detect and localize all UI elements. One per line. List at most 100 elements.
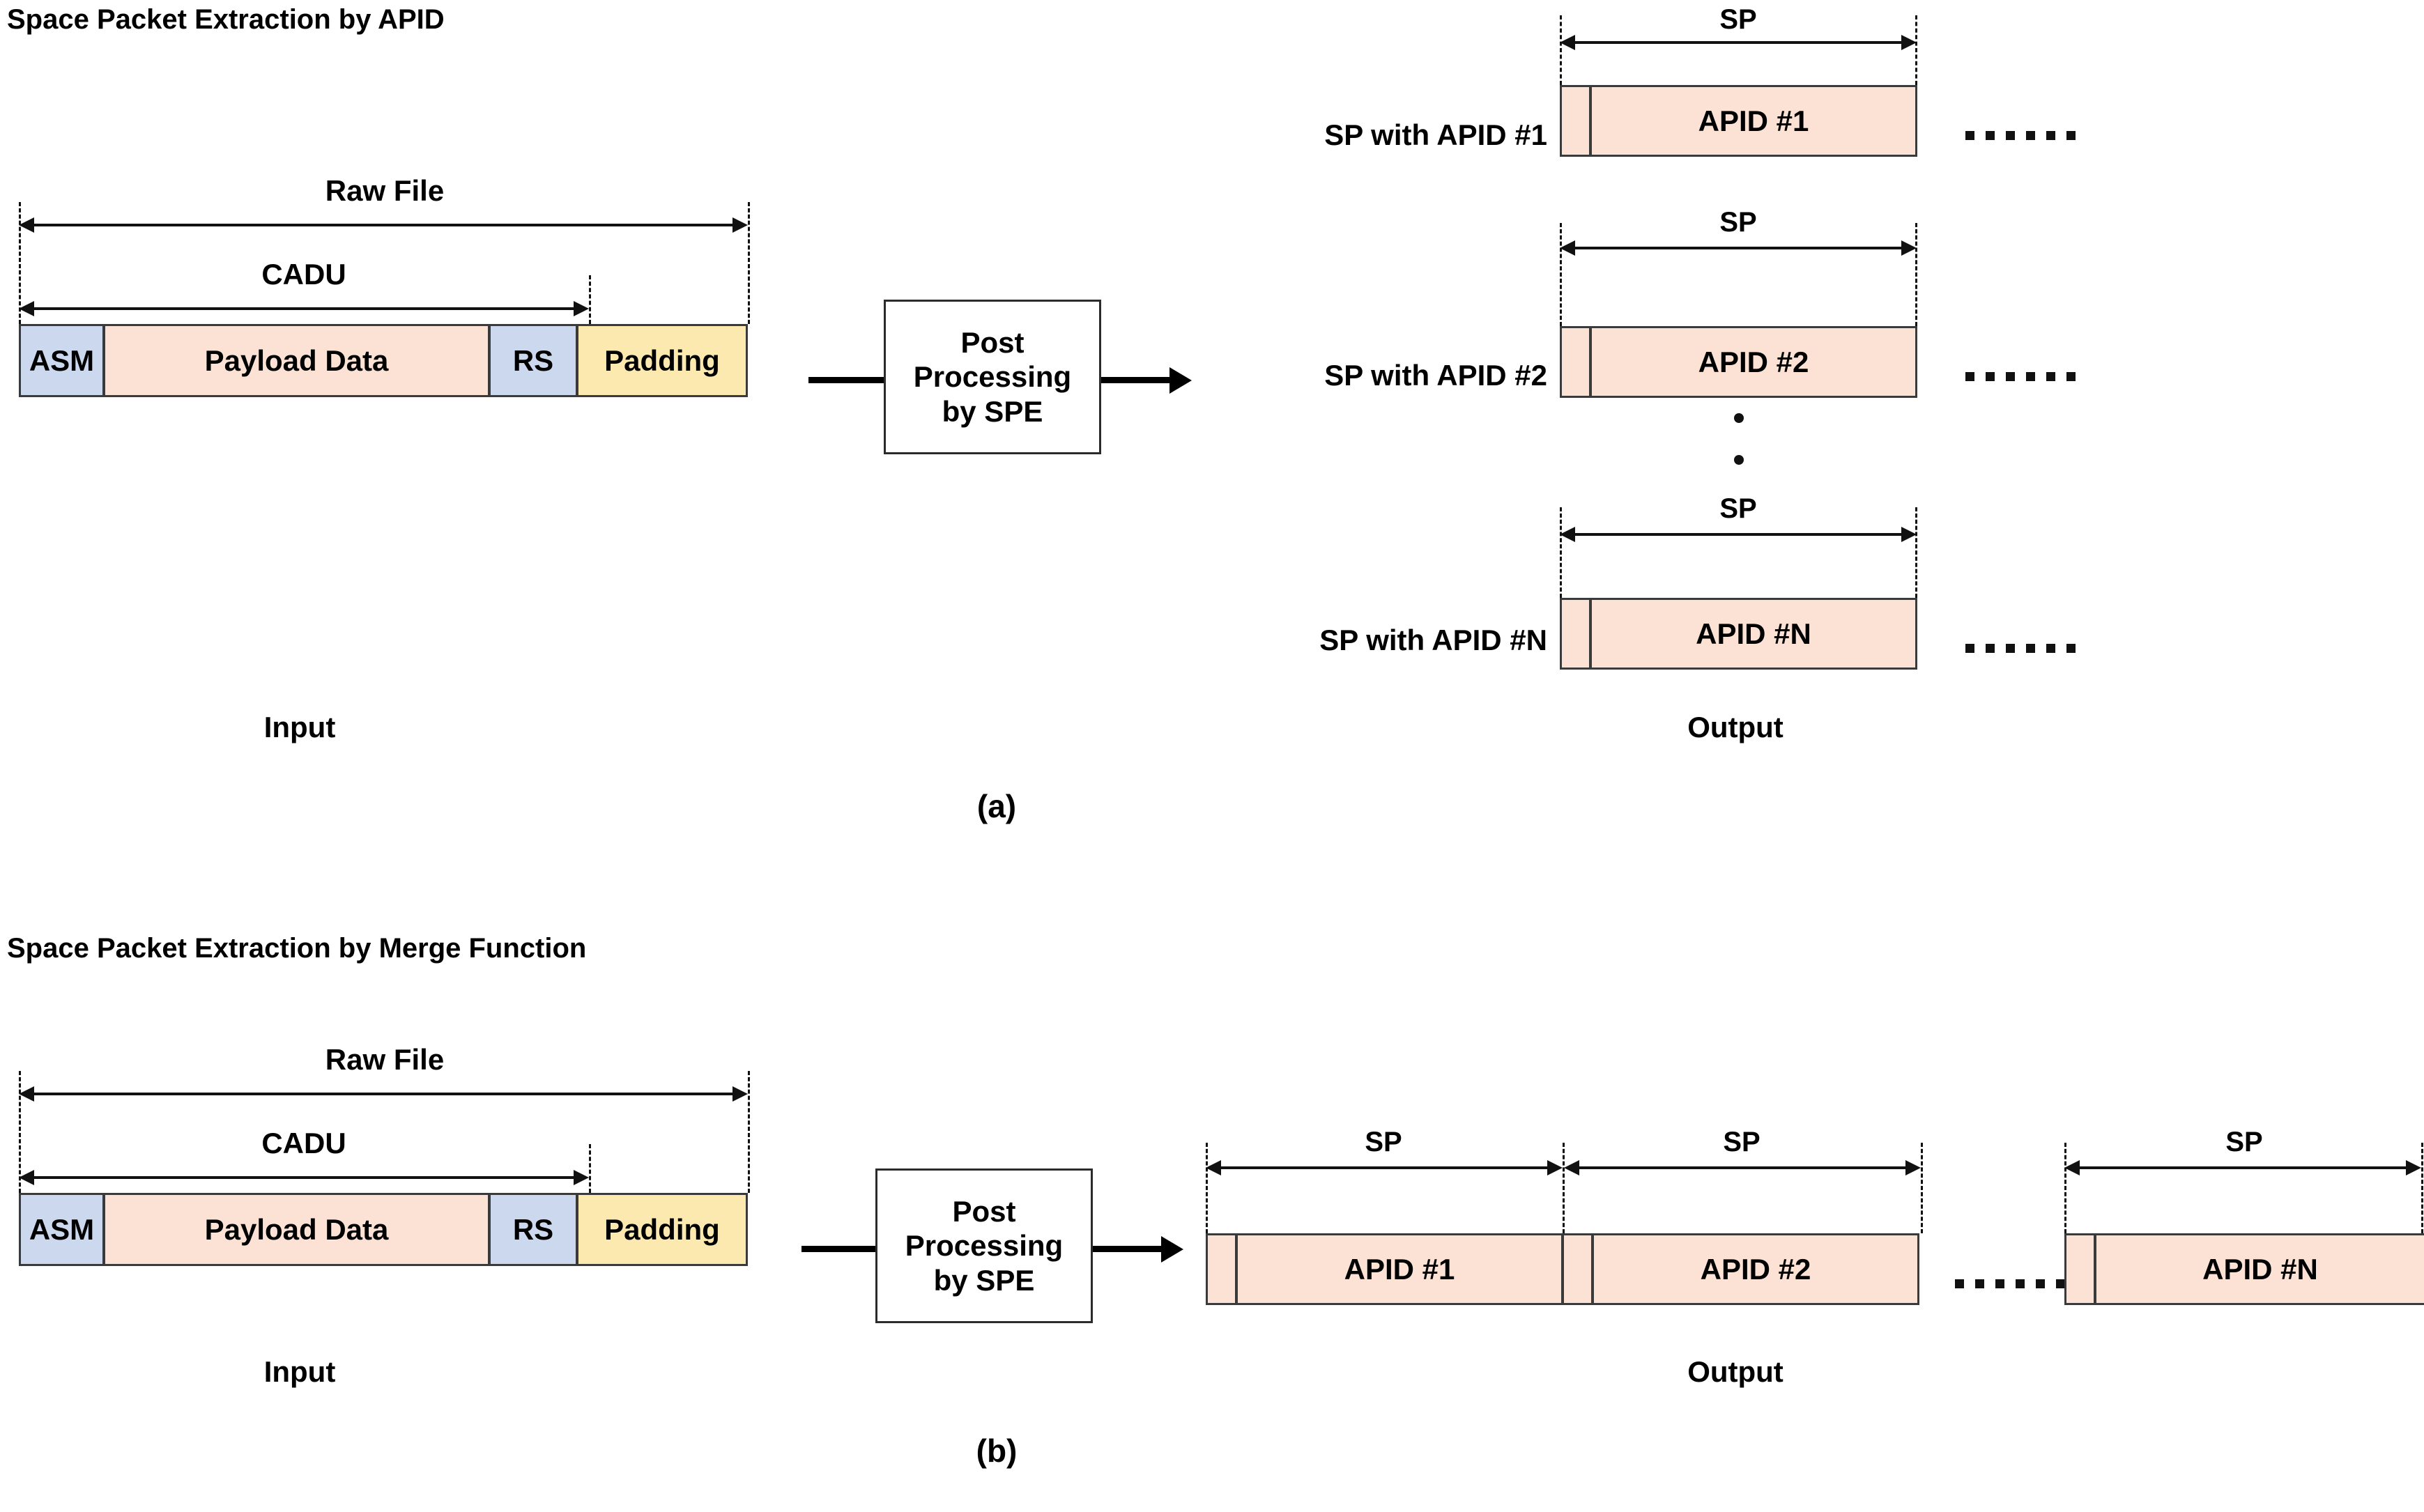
- arrow-right-icon: [2406, 1160, 2421, 1175]
- panel-a-packet-body-2: APID #2: [1590, 326, 1917, 398]
- panel-a-vertical-ellipsis: [1734, 413, 1744, 465]
- panel-a-output-row-label-1: SP with APID #1: [1324, 118, 1547, 151]
- panel-a-output-label: Output: [1687, 711, 1784, 743]
- packet-label: APID #1: [1344, 1252, 1455, 1286]
- panel-a-sp2-guide-end: [1915, 223, 1917, 326]
- panel-b-guide-frame-end: [748, 1071, 750, 1193]
- panel-a-flow-out-line: [1101, 377, 1171, 383]
- arrow-left-icon: [2064, 1160, 2080, 1175]
- packet-label: APID #N: [2202, 1252, 2318, 1286]
- measure-line: [1574, 41, 1903, 44]
- measure-line: [1220, 1166, 1549, 1169]
- panel-b-packet-body-2: APID #2: [1592, 1233, 1919, 1305]
- dot-group: [1965, 131, 2015, 140]
- panel-a-sp-label-3: SP: [1719, 493, 1757, 524]
- arrow-left-icon: [1206, 1160, 1221, 1175]
- measure-line: [1578, 1166, 1907, 1169]
- panel-a-ellipsis-3: [1965, 644, 2076, 653]
- panel-b-packet-header-1: [1206, 1233, 1237, 1305]
- arrow-right-icon: [1901, 240, 1917, 256]
- dot-group: [1955, 1279, 2004, 1288]
- panel-b-output-label: Output: [1687, 1355, 1784, 1388]
- arrow-left-icon: [19, 301, 34, 316]
- arrow-right-icon: [732, 1086, 748, 1102]
- panel-a-raw-file-label: Raw File: [325, 174, 445, 207]
- arrow-left-icon: [1560, 240, 1575, 256]
- panel-b-sp3-measure: [2064, 1160, 2421, 1175]
- panel-b-title: Space Packet Extraction by Merge Functio…: [7, 933, 587, 964]
- panel-a-input-label: Input: [263, 711, 336, 743]
- panel-a-sp3-measure: [1560, 527, 1917, 542]
- panel-b-cadu-label: CADU: [261, 1127, 346, 1159]
- dot-group: [2016, 1279, 2065, 1288]
- panel-a-sp3-guide-start: [1560, 507, 1562, 598]
- process-line-1: Post: [952, 1194, 1016, 1228]
- panel-b-sp-label-2: SP: [1723, 1127, 1761, 1157]
- panel-a-packet-body-3: APID #N: [1590, 598, 1917, 670]
- panel-a-figure-label: (a): [976, 788, 1017, 824]
- process-line-2: Processing: [905, 1229, 1064, 1263]
- panel-b-sp1-measure: [1206, 1160, 1563, 1175]
- arrow-left-icon: [1564, 1160, 1579, 1175]
- panel-b-flow-in-line: [801, 1246, 878, 1252]
- process-line-2: Processing: [913, 360, 1072, 394]
- panel-a-guide-frame-start: [19, 202, 21, 324]
- dot-group: [1965, 644, 2015, 653]
- arrow-right-icon: [574, 1170, 589, 1185]
- panel-b-guide-cadu-end: [589, 1144, 591, 1193]
- panel-b-figure-label: (b): [976, 1433, 1018, 1469]
- segment-label: RS: [512, 344, 554, 377]
- arrow-left-icon: [19, 217, 34, 233]
- panel-b-sp3-guide-start: [2064, 1143, 2066, 1233]
- panel-b-raw-file-label: Raw File: [325, 1043, 445, 1076]
- panel-a-ellipsis-1: [1965, 131, 2076, 140]
- measure-line: [1574, 533, 1903, 536]
- panel-b-segment-asm: ASM: [19, 1193, 105, 1266]
- panel-b-segment-payload: Payload Data: [103, 1193, 490, 1266]
- panel-a-sp1-guide-end: [1915, 15, 1917, 85]
- process-line-1: Post: [960, 325, 1025, 359]
- panel-a-segment-rs: RS: [489, 324, 578, 397]
- panel-b-sp2-measure: [1564, 1160, 1921, 1175]
- panel-a-sp3-guide-end: [1915, 507, 1917, 598]
- panel-b-raw-file-measure: [19, 1086, 748, 1102]
- packet-label: APID #N: [1696, 617, 1811, 650]
- panel-a-sp-label-2: SP: [1719, 207, 1757, 238]
- process-line-3: by SPE: [933, 1263, 1035, 1297]
- panel-a-packet-header-3: [1560, 598, 1591, 670]
- panel-a-packet-header-1: [1560, 85, 1591, 157]
- measure-line: [33, 307, 575, 310]
- panel-a-packet-header-2: [1560, 326, 1591, 398]
- panel-b-input-label: Input: [263, 1355, 336, 1388]
- measure-line: [2078, 1166, 2407, 1169]
- segment-label: ASM: [29, 344, 95, 377]
- panel-b-flow-out-line: [1093, 1246, 1163, 1252]
- panel-b-segment-padding: Padding: [576, 1193, 748, 1266]
- panel-a-segment-payload: Payload Data: [103, 324, 490, 397]
- panel-a-cadu-label: CADU: [261, 258, 346, 291]
- panel-a-segment-asm: ASM: [19, 324, 105, 397]
- arrow-right-icon: [1901, 527, 1917, 542]
- panel-a-sp1-guide-start: [1560, 15, 1562, 85]
- dot-group: [2026, 644, 2076, 653]
- segment-label: Padding: [604, 344, 720, 377]
- arrow-right-icon: [1905, 1160, 1921, 1175]
- panel-b-sp1-guide-start: [1206, 1143, 1208, 1233]
- panel-a-cadu-measure: [19, 301, 589, 316]
- measure-line: [33, 1093, 734, 1095]
- segment-label: Padding: [604, 1212, 720, 1246]
- segment-label: Payload Data: [204, 344, 389, 377]
- panel-a-sp-label-1: SP: [1719, 4, 1757, 35]
- arrow-right-icon: [574, 301, 589, 316]
- segment-label: Payload Data: [204, 1212, 389, 1246]
- panel-a-guide-frame-end: [748, 202, 750, 324]
- panel-a-output-row-label-2: SP with APID #2: [1324, 359, 1547, 392]
- panel-b-flow-arrow-icon: [1161, 1236, 1183, 1263]
- panel-a-sp1-measure: [1560, 35, 1917, 50]
- packet-label: APID #1: [1698, 104, 1809, 137]
- panel-b-sp2-guide-end: [1921, 1143, 1923, 1233]
- dot-group: [2026, 372, 2076, 381]
- panel-a-packet-body-1: APID #1: [1590, 85, 1917, 157]
- arrow-right-icon: [1547, 1160, 1563, 1175]
